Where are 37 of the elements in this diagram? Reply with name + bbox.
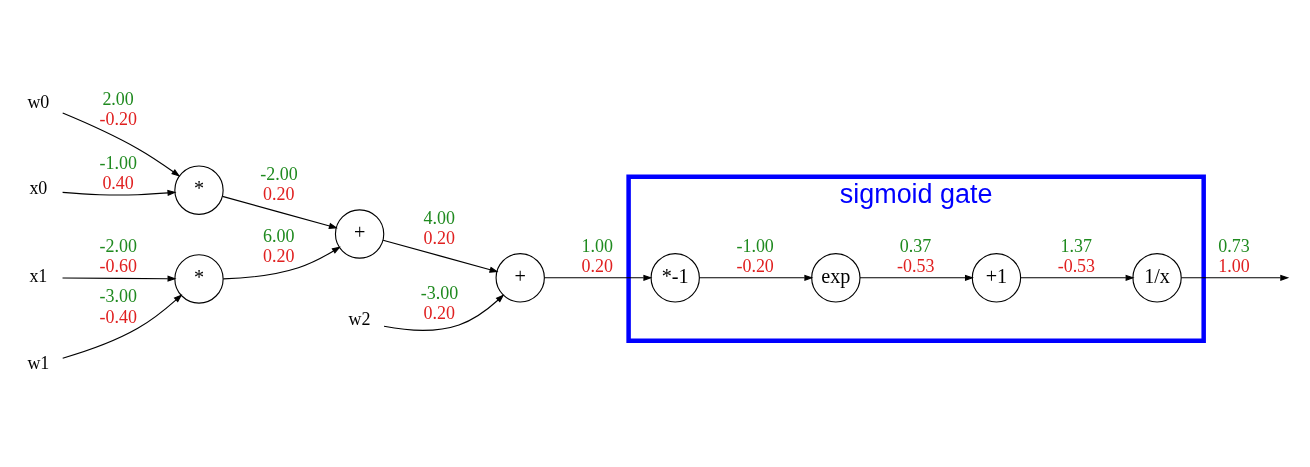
arrow <box>61 275 177 282</box>
node-text: x0 <box>29 177 48 198</box>
edge-label: -2.00 -0.60 <box>99 235 138 276</box>
edge-label: -1.00 0.40 <box>99 152 138 193</box>
arrow <box>1020 274 1135 281</box>
arrow <box>222 245 341 279</box>
edge-label: 4.00 0.20 <box>423 207 456 248</box>
arrow <box>859 274 974 281</box>
arrow <box>698 274 814 281</box>
edge-label: 1.00 0.20 <box>581 235 613 276</box>
edge-label: 0.73 1.00 <box>1218 235 1250 276</box>
node-text: w0 <box>27 91 50 112</box>
arrow <box>383 293 505 331</box>
node-text: w2 <box>348 308 371 329</box>
edge-label: -2.00 0.20 <box>260 163 298 204</box>
node-circle: + <box>334 208 385 259</box>
node-text: x1 <box>29 265 48 286</box>
arrow <box>62 293 183 359</box>
node-circle: *-1 <box>650 252 700 302</box>
edge-label: 6.00 0.20 <box>263 225 295 266</box>
node-text: w1 <box>27 352 50 373</box>
arrow <box>382 239 499 273</box>
arrow <box>1180 274 1290 281</box>
arrow <box>221 195 338 229</box>
edge-label: -3.00 -0.40 <box>99 285 138 327</box>
arrow <box>544 274 653 281</box>
node-circle: 1/x <box>1132 252 1182 302</box>
edge-label: 0.37 -0.53 <box>897 235 935 276</box>
edge-label: 1.37 -0.53 <box>1057 235 1096 276</box>
arrow <box>62 111 181 177</box>
node-circle: exp <box>811 252 861 302</box>
node-circle: * <box>174 165 224 215</box>
edge-label: -3.00 0.20 <box>420 282 459 323</box>
edge-label: -1.00 -0.20 <box>736 235 774 276</box>
node-circle: +1 <box>971 252 1022 302</box>
arrow <box>62 189 177 196</box>
edge-label: 2.00 -0.20 <box>99 88 138 129</box>
